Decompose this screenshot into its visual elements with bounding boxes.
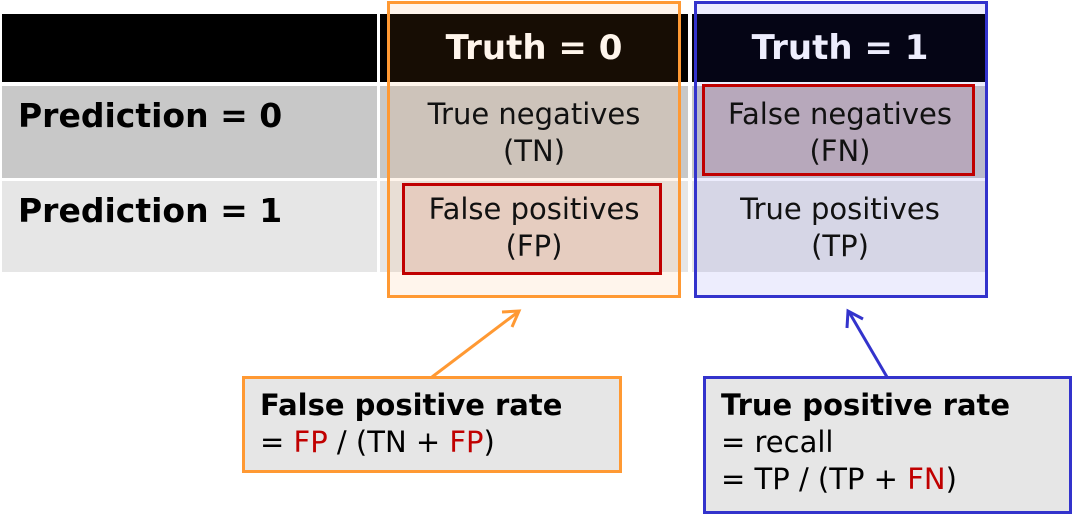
cell-text: False negatives <box>728 97 952 131</box>
header-truth-1: Truth = 1 <box>692 14 988 82</box>
fp-highlight <box>402 183 662 275</box>
header-label: Truth = 1 <box>751 28 929 68</box>
tpr-callout: True positive rate = recall = TP / (TP +… <box>703 376 1072 514</box>
row-bg <box>380 181 688 272</box>
row-bg <box>692 181 988 272</box>
cell-text: False positives <box>428 192 640 226</box>
tpr-recall: = recall <box>721 425 834 459</box>
cell-abbrev: (TN) <box>502 134 566 168</box>
tpr-formula: = TP / (TP + FN) <box>721 461 1069 498</box>
tpr-title: True positive rate <box>721 388 1011 422</box>
cell-tp: True positives(TP) <box>692 181 988 272</box>
cell-abbrev: (FN) <box>809 134 871 168</box>
row-label-prediction-1: Prediction = 1 <box>2 181 377 272</box>
fp-term: FP <box>293 425 328 459</box>
fp-term: FP <box>449 425 484 459</box>
cell-abbrev: (TP) <box>811 229 869 263</box>
fpr-callout: False positive rate = FP / (TN + FP) <box>242 376 622 473</box>
header-label: Truth = 0 <box>445 28 623 68</box>
text: = TP / (TP + <box>721 462 908 496</box>
cell-fp: False positives(FP) <box>380 181 688 272</box>
text: / (TN + <box>327 425 450 459</box>
header-truth-0: Truth = 0 <box>380 14 688 82</box>
text: ) <box>483 425 495 459</box>
row-bg <box>380 86 688 178</box>
row-bg <box>692 86 988 178</box>
text: = <box>260 425 294 459</box>
fpr-title: False positive rate <box>260 388 563 422</box>
blue-arrow-icon <box>845 308 889 378</box>
cell-tn: True negatives(TN) <box>380 86 688 178</box>
corner-header <box>2 14 377 82</box>
cell-text: True negatives <box>427 97 641 131</box>
cell-abbrev: (FP) <box>505 229 563 263</box>
fpr-formula: = FP / (TN + FP) <box>260 424 619 461</box>
truth-0-highlight <box>387 1 681 298</box>
text: ) <box>945 462 957 496</box>
cell-fn: False negatives(FN) <box>692 86 988 178</box>
orange-arrow-icon <box>431 309 522 379</box>
truth-1-highlight <box>694 1 988 298</box>
row-label-prediction-0: Prediction = 0 <box>2 86 377 178</box>
cell-text: True positives <box>740 192 940 226</box>
fn-term: FN <box>907 462 946 496</box>
fn-highlight <box>702 84 975 176</box>
